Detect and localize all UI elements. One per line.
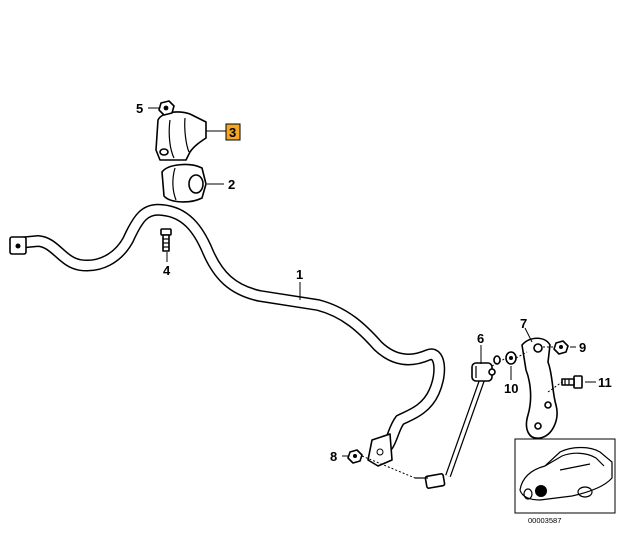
callout-3-highlight: [225, 123, 241, 141]
bar-end-bracket[interactable]: [367, 433, 393, 467]
callout-1[interactable]: 1: [296, 267, 303, 282]
callout-9[interactable]: 9: [579, 340, 586, 355]
bolt-part-4[interactable]: [160, 228, 172, 252]
callout-3[interactable]: 3: [229, 125, 236, 140]
callout-8[interactable]: 8: [330, 449, 337, 464]
bolt-part-11[interactable]: [561, 375, 583, 389]
callout-4[interactable]: 4: [163, 263, 171, 278]
callout-5[interactable]: 5: [136, 101, 143, 116]
nut-part-5[interactable]: [158, 100, 175, 116]
nut-part-9[interactable]: [553, 340, 569, 355]
callout-10[interactable]: 10: [504, 381, 518, 396]
location-marker: [535, 485, 547, 497]
callout-labels: 5 3 2 4 1 6 7 9 10 11 8: [136, 101, 612, 464]
stabilizer-bar[interactable]: [9, 203, 446, 458]
car-outline: [519, 446, 613, 501]
callout-11[interactable]: 11: [598, 375, 612, 390]
stabilizer-link[interactable]: [415, 362, 496, 489]
holder-bracket[interactable]: [521, 337, 558, 439]
rubber-bushing[interactable]: [161, 163, 207, 203]
diagram-number: 00003587: [528, 516, 561, 525]
callout-6[interactable]: 6: [477, 331, 484, 346]
bushing-bracket[interactable]: [155, 111, 207, 161]
nut-part-10[interactable]: [493, 351, 517, 365]
locator-inset: 00003587: [514, 438, 616, 525]
callout-2[interactable]: 2: [228, 177, 235, 192]
callout-7[interactable]: 7: [520, 316, 527, 331]
nut-part-8[interactable]: [347, 449, 363, 464]
leader-lines: [148, 107, 596, 479]
